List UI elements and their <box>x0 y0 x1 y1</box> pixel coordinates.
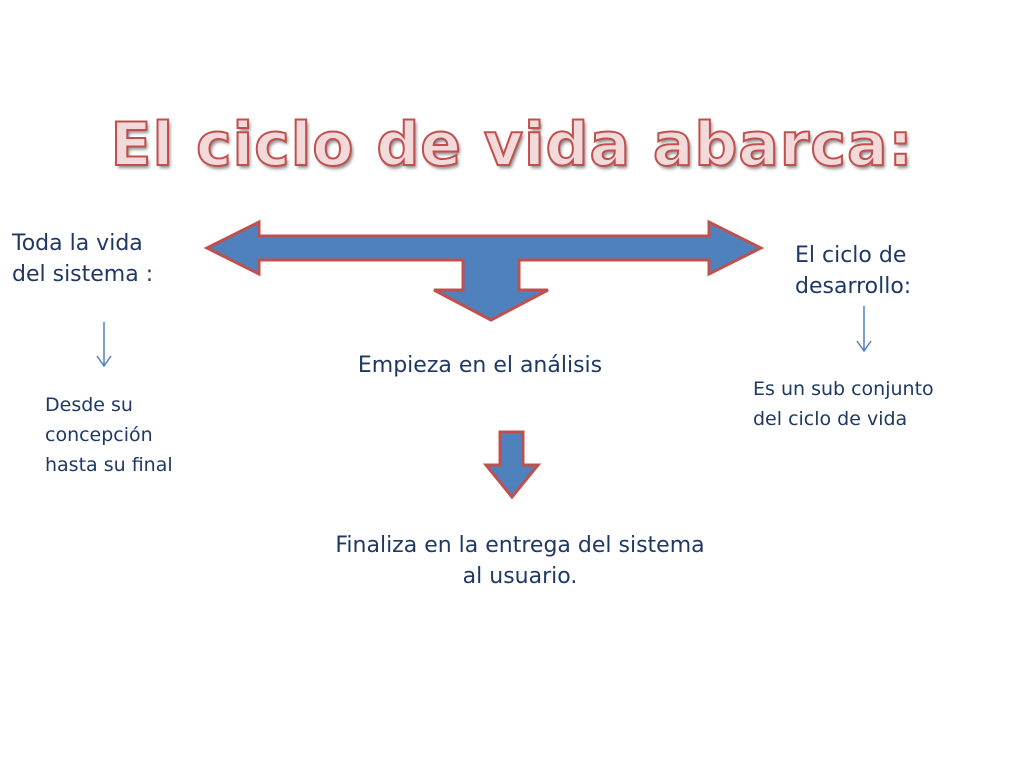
left-connector-arrow <box>96 322 112 368</box>
left-branch-label-line: del sistema : <box>12 262 154 287</box>
left-branch-detail-line: Desde su <box>45 394 133 416</box>
right-connector-arrow <box>856 306 872 353</box>
flow-end-step: Finaliza en la entrega del sistema al us… <box>270 530 770 592</box>
right-branch-detail: Es un sub conjunto del ciclo de vida <box>753 374 934 434</box>
flow-end-step-line: al usuario. <box>462 564 578 589</box>
left-branch-label-line: Toda la vida <box>12 231 143 256</box>
left-branch-detail-line: hasta su final <box>45 454 173 476</box>
flow-start-step: Empieza en el análisis <box>357 353 603 378</box>
flow-end-step-line: Finaliza en la entrega del sistema <box>335 533 705 558</box>
right-branch-detail-line: del ciclo de vida <box>753 408 908 430</box>
slide-title: El ciclo de vida abarca: <box>110 109 914 181</box>
left-branch-detail: Desde su concepción hasta su final <box>45 390 173 480</box>
right-branch-detail-line: Es un sub conjunto <box>753 378 934 400</box>
left-branch-label: Toda la vida del sistema : <box>12 228 153 290</box>
down-arrow <box>482 430 542 500</box>
right-branch-label-line: desarrollo: <box>795 274 912 299</box>
left-branch-detail-line: concepción <box>45 424 153 446</box>
double-headed-arrow <box>203 219 765 322</box>
right-branch-label-line: El ciclo de <box>795 243 907 268</box>
right-branch-label: El ciclo de desarrollo: <box>795 240 911 302</box>
